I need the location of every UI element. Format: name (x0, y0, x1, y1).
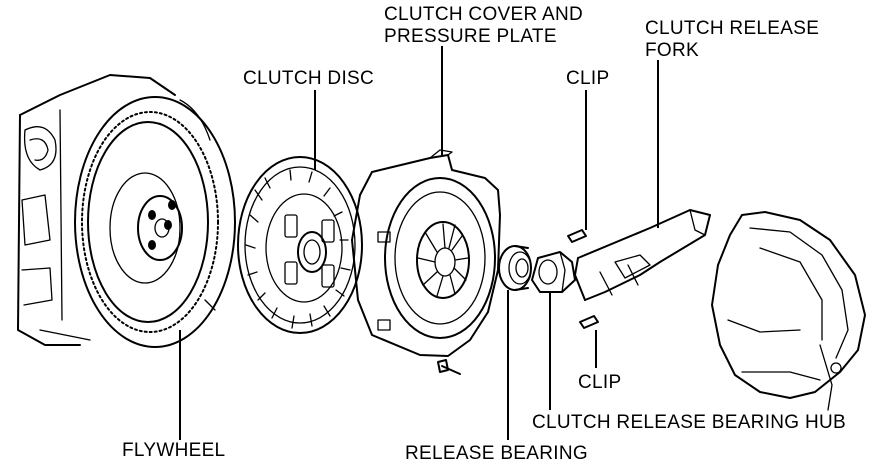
label-flywheel: FLYWHEEL (122, 440, 226, 461)
label-clip-top: CLIP (566, 68, 610, 89)
label-clutch-disc: CLUTCH DISC (243, 68, 375, 89)
clutch-release-fork (574, 209, 711, 301)
transmission-housing (711, 211, 866, 411)
release-bearing-hub (531, 251, 576, 293)
label-clutch-cover-line1: CLUTCH COVER AND (384, 4, 584, 25)
engine-block (17, 74, 176, 346)
clip-top-part (567, 229, 587, 243)
leader-lines (179, 46, 659, 440)
label-clutch-cover-line2: PRESSURE PLATE (384, 26, 557, 47)
label-clip-bottom: CLIP (578, 372, 622, 393)
label-release-fork-line1: CLUTCH RELEASE (645, 18, 820, 39)
clip-bottom-part (579, 315, 599, 329)
clutch-cover-pressure-plate (351, 149, 501, 357)
label-release-fork-line2: FORK (645, 40, 699, 61)
flywheel (74, 96, 236, 348)
label-bearing-hub: CLUTCH RELEASE BEARING HUB (532, 412, 846, 433)
bolt-part (437, 359, 461, 375)
clutch-disc (237, 156, 363, 334)
release-bearing (498, 245, 532, 291)
label-release-bearing: RELEASE BEARING (405, 443, 588, 464)
